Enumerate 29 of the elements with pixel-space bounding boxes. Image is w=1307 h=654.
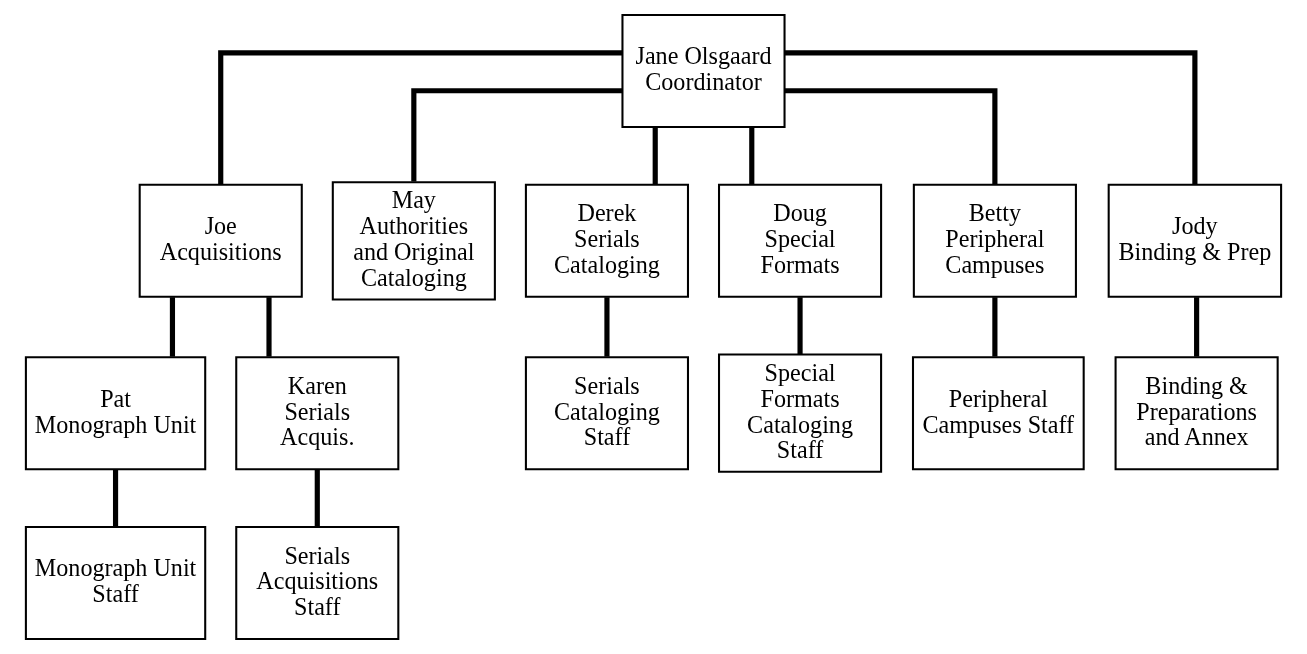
node-box: Peripheral Campuses Staff <box>911 356 1085 471</box>
node-box: May Authorities and Original Cataloging <box>331 181 496 301</box>
connector <box>604 297 610 357</box>
node-box: Pat Monograph Unit <box>24 356 207 471</box>
connector <box>784 88 998 185</box>
node-box: Serials Cataloging Staff <box>524 356 689 471</box>
connector <box>652 127 658 185</box>
connector <box>266 297 272 357</box>
node-box: Monograph Unit Staff <box>24 525 207 641</box>
connector <box>112 469 119 527</box>
node-box: Binding & Preparations and Annex <box>1114 356 1279 471</box>
connector <box>169 297 176 357</box>
connector <box>218 50 623 185</box>
connector <box>314 469 320 527</box>
node-box: Jody Binding & Prep <box>1107 183 1283 298</box>
node-box: Joe Acquisitions <box>138 183 303 298</box>
node-box: Doug Special Formats <box>718 183 883 298</box>
connector <box>411 88 623 182</box>
connector <box>992 297 998 357</box>
node-box: Betty Peripheral Campuses <box>912 183 1077 298</box>
node-box: Serials Acquisitions Staff <box>235 525 400 641</box>
connector <box>1194 297 1200 357</box>
connector <box>749 127 755 185</box>
connector <box>784 50 1198 185</box>
node-box: Jane Olsgaard Coordinator <box>621 13 786 129</box>
node-box: Karen Serials Acquis. <box>235 356 400 471</box>
node-box: Special Formats Cataloging Staff <box>718 353 883 473</box>
node-box: Derek Serials Cataloging <box>524 183 689 298</box>
connector <box>797 297 803 355</box>
